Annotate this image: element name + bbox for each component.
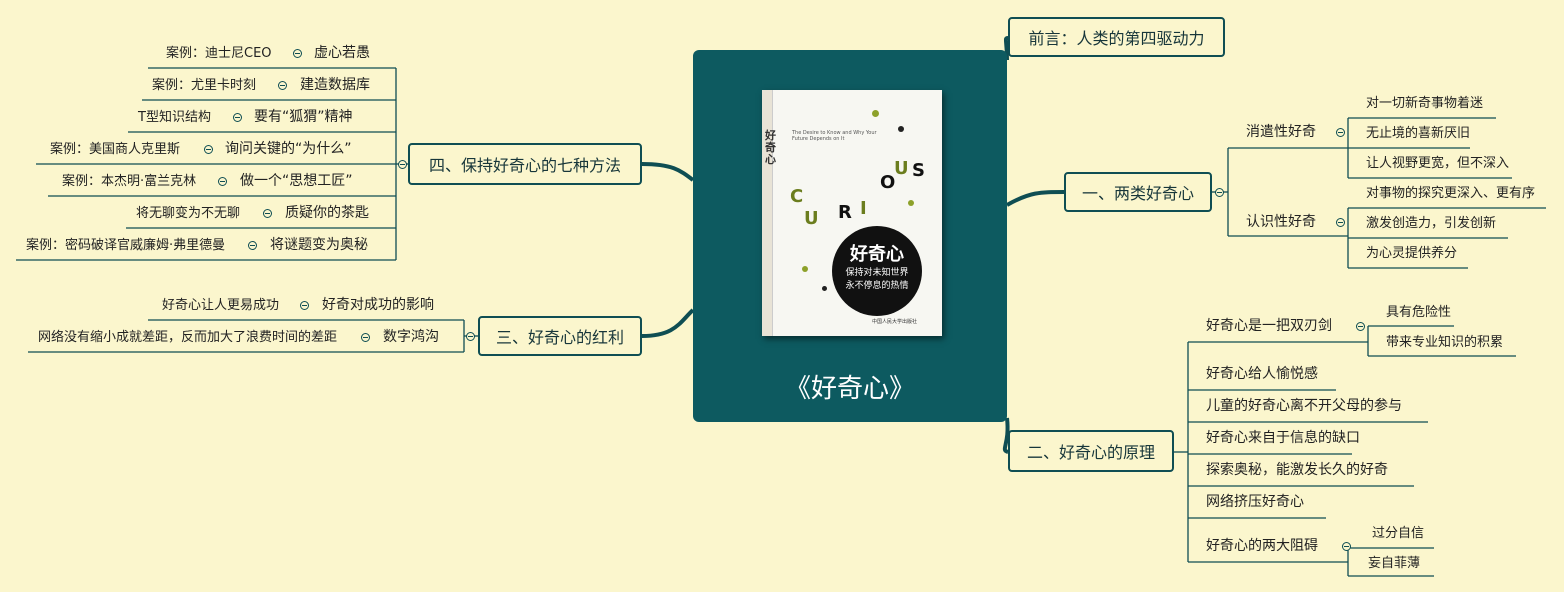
bonus-item[interactable]: 好奇对成功的影响 (322, 297, 434, 313)
node-epistemic[interactable]: 认识性好奇 (1246, 214, 1316, 230)
method-note[interactable]: 案例：本杰明·富兰克林 (62, 174, 197, 189)
collapse-icon[interactable] (293, 49, 302, 58)
book-letter: I (860, 198, 867, 219)
collapse-icon[interactable] (1215, 188, 1224, 197)
book-dot (822, 286, 827, 291)
method-item[interactable]: 建造数据库 (300, 77, 370, 93)
method-item[interactable]: 虚心若愚 (314, 45, 370, 61)
book-dot (872, 110, 879, 117)
book-title-circle: 好奇心 保持对未知世界 永不停息的热情 (832, 226, 922, 316)
book-letter: C (790, 186, 804, 207)
book-letter: R (838, 202, 852, 223)
central-topic-title: 《好奇心》 (784, 374, 915, 404)
collapse-icon[interactable] (204, 145, 213, 154)
leaf-node[interactable]: 激发创造力，引发创新 (1366, 216, 1497, 231)
node-obstacles[interactable]: 好奇心的两大阻碍 (1206, 538, 1318, 554)
branch-preface[interactable]: 前言：人类的第四驱动力 (1008, 17, 1225, 57)
leaf-node[interactable]: 对事物的探究更深入、更有序 (1366, 186, 1536, 201)
collapse-icon[interactable] (466, 332, 475, 341)
method-note[interactable]: 案例：迪士尼CEO (166, 46, 272, 61)
bonus-item[interactable]: 数字鸿沟 (383, 329, 439, 345)
leaf-node[interactable]: 具有危险性 (1386, 305, 1452, 320)
leaf-node[interactable]: 无止境的喜新厌旧 (1366, 126, 1471, 141)
method-item[interactable]: 做一个“思想工匠” (240, 173, 353, 189)
collapse-icon[interactable] (300, 301, 309, 310)
book-circle-subtitle-1: 保持对未知世界 (845, 268, 909, 278)
leaf-node[interactable]: 对一切新奇事物着迷 (1366, 96, 1484, 111)
book-vertical-title: 好奇心 (765, 129, 776, 166)
book-dot (802, 266, 808, 272)
collapse-icon[interactable] (398, 160, 407, 169)
method-item[interactable]: 询问关键的“为什么” (225, 141, 352, 157)
node-principle-item[interactable]: 网络挤压好奇心 (1206, 494, 1304, 510)
branch-two-types[interactable]: 一、两类好奇心 (1064, 172, 1212, 212)
node-diversive[interactable]: 消遣性好奇 (1246, 124, 1316, 140)
book-circle-title: 好奇心 (850, 244, 904, 265)
book-dot (908, 200, 914, 206)
book-letter: U (894, 158, 909, 179)
method-note[interactable]: 将无聊变为不无聊 (136, 206, 241, 221)
book-circle-subtitle-2: 永不停息的热情 (845, 281, 909, 291)
method-item[interactable]: 质疑你的茶匙 (285, 205, 369, 221)
collapse-icon[interactable] (1336, 218, 1345, 227)
bonus-note[interactable]: 好奇心让人更易成功 (162, 298, 280, 313)
book-letter: U (804, 208, 819, 229)
collapse-icon[interactable] (248, 241, 257, 250)
node-principle-item[interactable]: 探索奥秘，能激发长久的好奇 (1206, 462, 1388, 478)
method-note[interactable]: 案例：密码破译官威廉姆·弗里德曼 (26, 238, 226, 253)
collapse-icon[interactable] (1356, 322, 1365, 331)
method-item[interactable]: 将谜题变为奥秘 (270, 237, 368, 253)
collapse-icon[interactable] (1336, 128, 1345, 137)
central-topic[interactable]: 好奇心 The Desire to Know and Why Your Futu… (693, 50, 1007, 422)
method-note[interactable]: 案例：尤里卡时刻 (152, 78, 257, 93)
book-dot (898, 126, 904, 132)
leaf-node[interactable]: 为心灵提供养分 (1366, 246, 1458, 261)
bonus-note[interactable]: 网络没有缩小成就差距，反而加大了浪费时间的差距 (38, 330, 338, 345)
branch-principle[interactable]: 二、好奇心的原理 (1008, 430, 1174, 472)
collapse-icon[interactable] (218, 177, 227, 186)
collapse-icon[interactable] (361, 333, 370, 342)
method-note[interactable]: 案例：美国商人克里斯 (50, 142, 181, 157)
leaf-node[interactable]: 带来专业知识的积累 (1386, 335, 1504, 350)
branch-methods[interactable]: 四、保持好奇心的七种方法 (408, 143, 642, 185)
node-principle-item[interactable]: 好奇心给人愉悦感 (1206, 366, 1318, 382)
collapse-icon[interactable] (278, 81, 287, 90)
book-publisher: 中国人民大学出版社 (872, 319, 918, 325)
collapse-icon[interactable] (263, 209, 272, 218)
method-item[interactable]: 要有“狐猬”精神 (254, 109, 353, 125)
collapse-icon[interactable] (1342, 542, 1351, 551)
method-note[interactable]: T型知识结构 (138, 110, 211, 125)
leaf-node[interactable]: 让人视野更宽，但不深入 (1366, 156, 1510, 171)
node-principle-item[interactable]: 好奇心来自于信息的缺口 (1206, 430, 1360, 446)
node-principle-item[interactable]: 儿童的好奇心离不开父母的参与 (1206, 398, 1402, 414)
node-double-edged[interactable]: 好奇心是一把双刃剑 (1206, 318, 1332, 334)
book-letter: O (880, 172, 896, 193)
book-spine (762, 90, 773, 336)
book-blurb: The Desire to Know and Why Your Future D… (792, 130, 877, 142)
leaf-node[interactable]: 妄自菲薄 (1368, 556, 1421, 571)
collapse-icon[interactable] (233, 113, 242, 122)
book-cover-image: 好奇心 The Desire to Know and Why Your Futu… (762, 90, 942, 336)
leaf-node[interactable]: 过分自信 (1372, 526, 1425, 541)
branch-bonus[interactable]: 三、好奇心的红利 (478, 316, 642, 356)
book-letter: S (912, 160, 925, 181)
